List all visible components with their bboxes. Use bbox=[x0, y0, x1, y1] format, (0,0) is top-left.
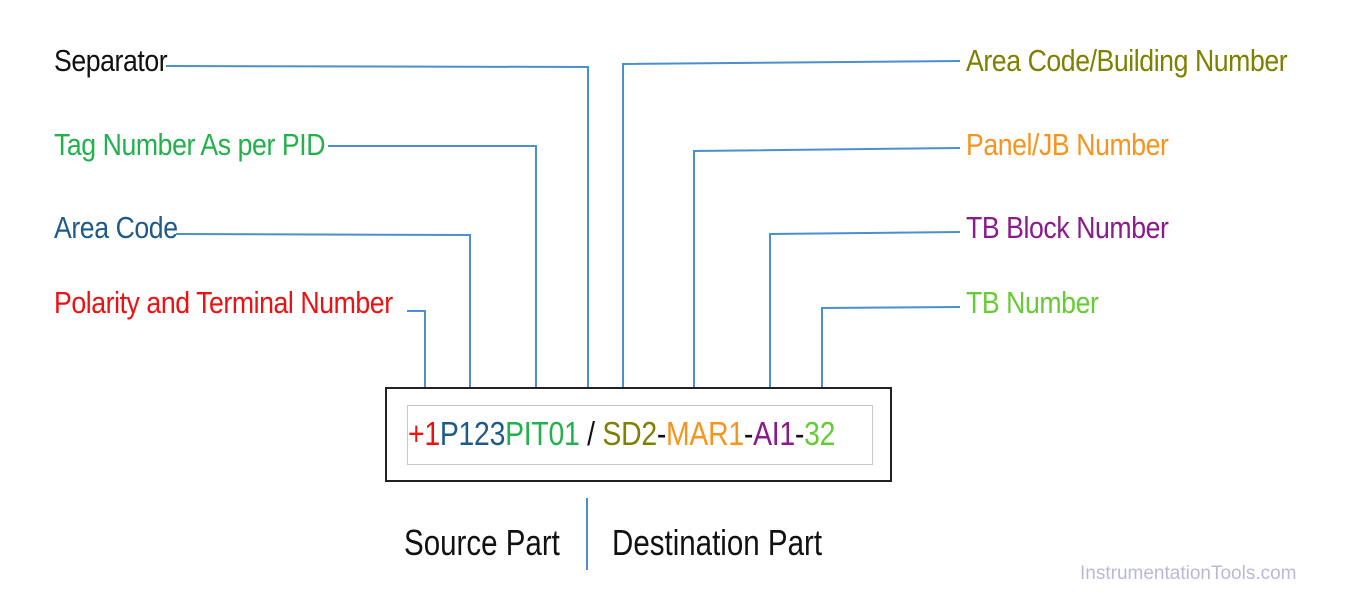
code-segment: - bbox=[743, 415, 754, 452]
tb-number-connector bbox=[821, 306, 961, 387]
polarity-label: Polarity and Terminal Number bbox=[54, 285, 393, 320]
separator-label: Separator bbox=[54, 43, 168, 78]
tb-block-connector bbox=[769, 231, 961, 387]
destination-part-label: Destination Part bbox=[612, 522, 823, 563]
code-segment: - bbox=[794, 415, 805, 452]
panel-jb-label: Panel/JB Number bbox=[966, 127, 1169, 162]
area-code-label: Area Code bbox=[54, 210, 178, 245]
code-segment: MAR1 bbox=[666, 415, 744, 452]
polarity-connector bbox=[407, 310, 426, 387]
tag-number-connector bbox=[328, 145, 537, 387]
tb-number-label: TB Number bbox=[966, 285, 1099, 320]
code-segment: - bbox=[656, 415, 667, 452]
code-segment: P123 bbox=[439, 415, 506, 452]
area-code-connector bbox=[175, 233, 471, 387]
separator-connector bbox=[165, 65, 589, 387]
watermark: InstrumentationTools.com bbox=[1080, 563, 1297, 584]
code-segment: PIT01 bbox=[505, 415, 580, 452]
code-inner-frame: +1P123PIT01 / SD2-MAR1-AI1-32 bbox=[407, 405, 873, 465]
source-part-label: Source Part bbox=[404, 522, 560, 563]
code-segment: SD2 bbox=[602, 415, 657, 452]
tb-block-label: TB Block Number bbox=[966, 210, 1169, 245]
code-segment: 32 bbox=[804, 415, 836, 452]
panel-jb-connector bbox=[693, 147, 961, 387]
area-building-label: Area Code/Building Number bbox=[966, 43, 1288, 78]
code-box: +1P123PIT01 / SD2-MAR1-AI1-32 bbox=[385, 387, 892, 482]
code-segment: +1 bbox=[408, 415, 440, 452]
part-divider bbox=[586, 498, 588, 570]
tag-number-label: Tag Number As per PID bbox=[54, 127, 326, 162]
code-segment: / bbox=[579, 415, 603, 452]
cable-code: +1P123PIT01 / SD2-MAR1-AI1-32 bbox=[408, 412, 835, 456]
area-building-connector bbox=[622, 60, 961, 387]
code-segment: AI1 bbox=[753, 415, 795, 452]
